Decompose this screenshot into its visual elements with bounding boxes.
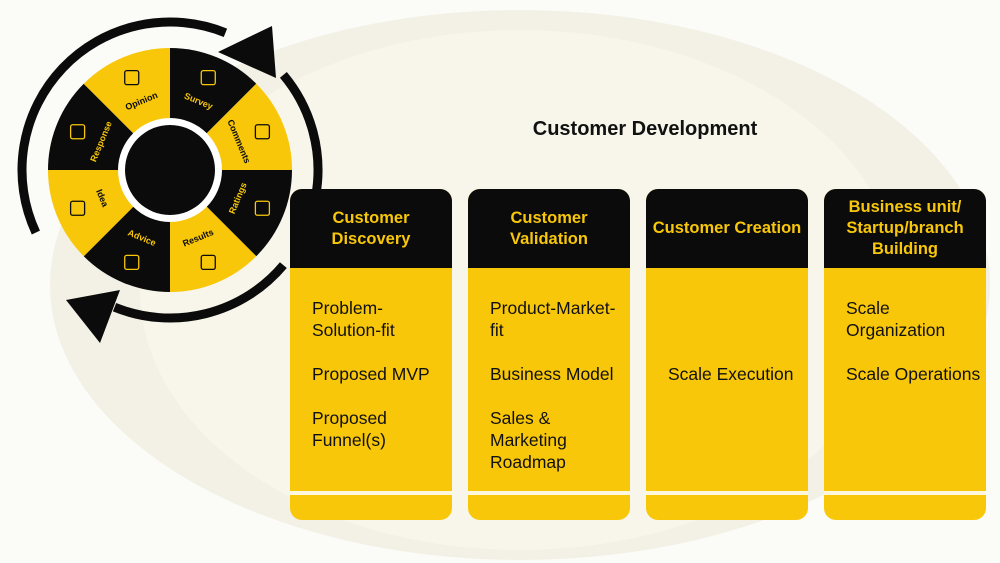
hand-icon <box>124 254 140 271</box>
document-icon <box>254 124 271 140</box>
card-item: Business Model <box>490 364 614 384</box>
card-item: Scale Execution <box>668 364 794 384</box>
wheel-hub <box>125 125 215 215</box>
card-item: Proposed Funnel(s) <box>312 408 387 450</box>
cycle-arrow-right <box>279 71 323 197</box>
stars-icon <box>254 200 271 216</box>
card-title: Customer Discovery <box>290 189 452 268</box>
card-item: Problem-Solution-fit <box>312 298 395 340</box>
card-item: Product-Market-fit <box>490 298 616 340</box>
divider <box>824 491 986 495</box>
card-title: Customer Validation <box>468 189 630 268</box>
cycle-arrow-top <box>17 17 228 235</box>
feedback-wheel: SurveyCommentsRatingsResultsAdviceIdeaRe… <box>17 17 323 343</box>
chart-icon <box>200 254 216 271</box>
pointer-icon <box>124 69 140 86</box>
gears-icon <box>69 124 86 140</box>
clipboard-icon <box>200 69 216 86</box>
card-title: Business unit/ Startup/branch Building <box>824 189 986 268</box>
diagram-title: Customer Development <box>532 118 758 140</box>
card-customer-discovery: Customer Discovery Problem-Solution-fit … <box>290 189 452 520</box>
divider <box>468 491 630 495</box>
arrowhead-bottom-icon <box>66 290 120 343</box>
card-item: Sales & Marketing Roadmap <box>490 408 567 472</box>
divider <box>646 491 808 495</box>
card-title: Customer Creation <box>646 189 808 268</box>
arrowhead-top-icon <box>218 26 276 78</box>
card-customer-creation: Customer Creation Scale Execution <box>646 189 808 520</box>
cycle-arrow-bottom <box>112 262 287 323</box>
divider <box>290 491 452 495</box>
card-item: Scale Operations <box>846 364 981 384</box>
card-business-unit-building: Business unit/ Startup/branch Building S… <box>824 189 986 520</box>
card-item: Scale Organization <box>846 298 946 340</box>
card-item: Proposed MVP <box>312 364 430 384</box>
lightbulb-icon <box>69 200 86 216</box>
card-customer-validation: Customer Validation Product-Market-fit B… <box>468 189 630 520</box>
